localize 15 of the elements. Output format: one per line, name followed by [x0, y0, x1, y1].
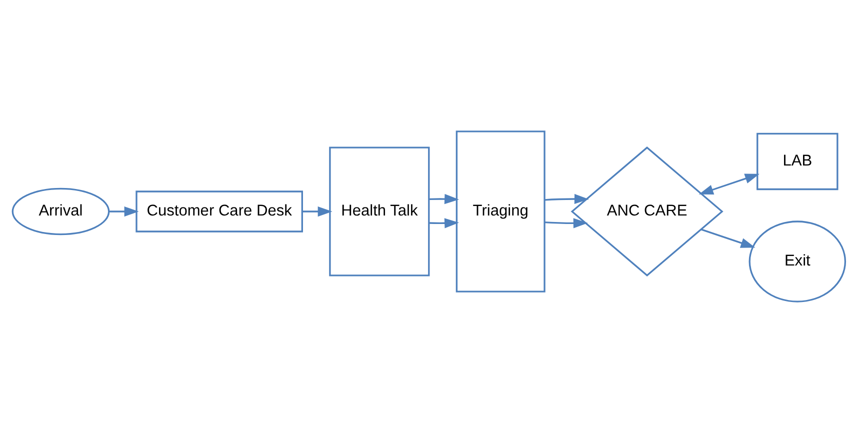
arrow: [108, 206, 139, 216]
node-box: Customer Care Desk: [136, 190, 303, 232]
node-diamond: ANC CARE: [570, 146, 724, 276]
node-box: LAB: [756, 132, 838, 190]
arrow: [428, 193, 460, 204]
arrow: [302, 206, 332, 216]
arrow: [700, 228, 756, 248]
arrow: [544, 218, 588, 228]
node-ellipse: Exit: [748, 220, 846, 302]
arrow: [428, 218, 460, 228]
node-ellipse: Arrival: [12, 187, 110, 235]
arrow: [698, 173, 760, 194]
node-box: Triaging: [456, 130, 546, 292]
node-box: Health Talk: [329, 146, 430, 276]
arrow: [544, 193, 589, 204]
